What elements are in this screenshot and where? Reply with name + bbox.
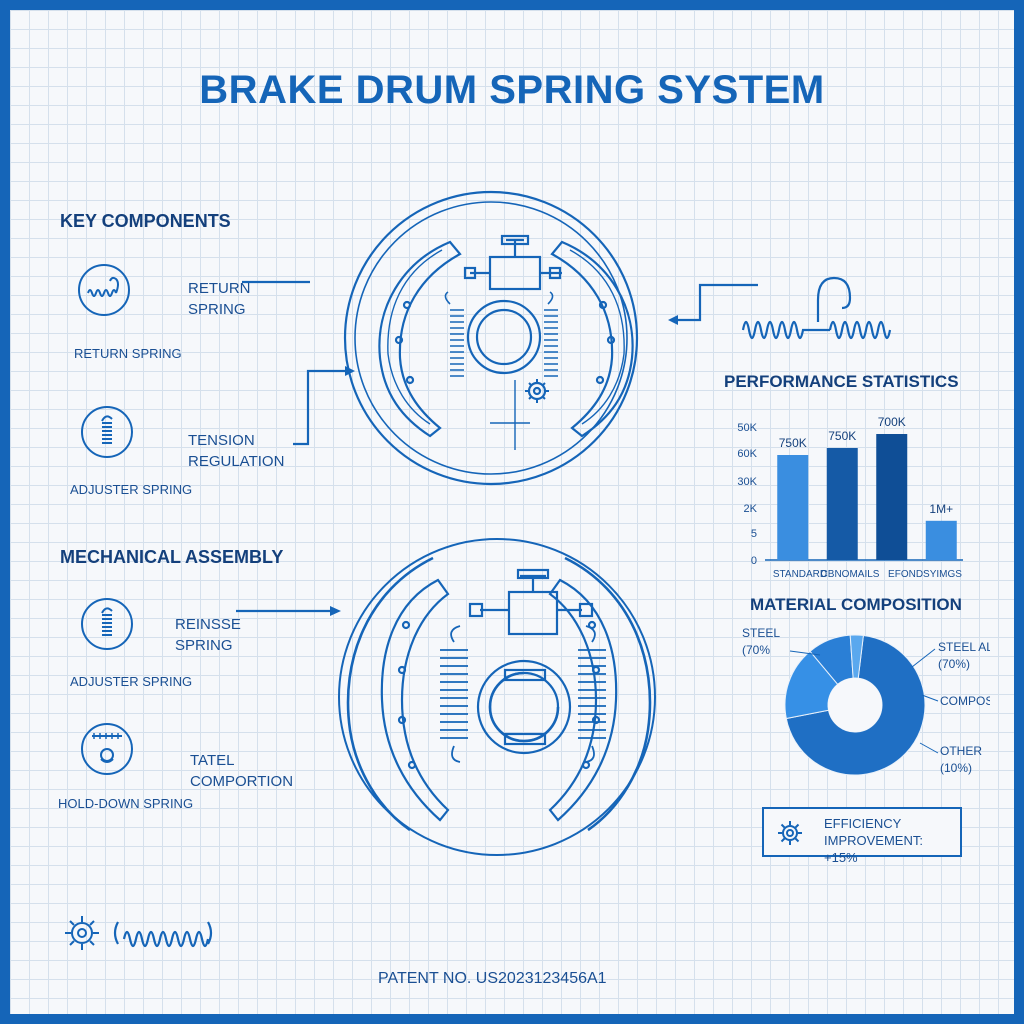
donut-annotation: (10%) (940, 761, 972, 775)
tatel-comportion-label: TATEL COMPORTION (190, 752, 294, 790)
donut-annotation: (70% (742, 643, 770, 657)
donut-hole (828, 678, 882, 732)
y-tick-label: 60K (737, 448, 757, 460)
x-tick-label: EFONDSYIMGS (888, 569, 962, 580)
adjuster-spring-icon (81, 406, 133, 458)
donut-annotation: STEEL (742, 626, 780, 640)
leader-line (789, 650, 821, 656)
bar-value-label: 700K (878, 415, 906, 429)
donut-annotation: (70%) (938, 657, 970, 671)
bar (876, 434, 908, 560)
y-tick-label: 5 (751, 528, 757, 540)
efficiency-callout: EFFICIENCY IMPROVEMENT: +15% (762, 807, 962, 865)
material-heading: MATERIAL COMPOSITION (750, 595, 962, 614)
hold-down-spring-icon (81, 723, 133, 775)
bar (826, 448, 858, 560)
lower-brake-drum (338, 538, 656, 856)
page-title: BRAKE DRUM SPRING SYSTEM (199, 68, 825, 112)
donut-annotation: COMPOSITE (940, 694, 990, 708)
bar (925, 520, 957, 560)
hold-down-spring-caption: HOLD-DOWN SPRING (58, 796, 194, 811)
gear-icon (778, 821, 802, 845)
extension-spring-illustration (741, 276, 892, 340)
x-tick-label: CBNOMAILS (821, 569, 880, 580)
y-tick-label: 0 (751, 555, 757, 567)
performance-bar-chart: 0 5 2K 30K 60K 50K 750K 750K 700K 1M+ STANDARDCBNO… (737, 415, 963, 580)
efficiency-line1: EFFICIENCY (824, 816, 902, 831)
footer-spring-icon (113, 921, 213, 948)
mechanical-assembly-heading: MECHANICAL ASSEMBLY (60, 547, 284, 567)
patent-number: PATENT NO. US2023123456A1 (378, 970, 607, 987)
adjuster-spring-caption: ADJUSTER SPRING (70, 482, 193, 497)
tension-regulation-label: TENSION REGULATION (188, 432, 285, 470)
key-components-heading: KEY COMPONENTS (60, 211, 231, 231)
return-spring-side-label: RETURN SPRING (188, 280, 251, 318)
y-tick-label: 2K (744, 503, 758, 515)
bar (777, 455, 809, 560)
leader-lines (236, 280, 758, 616)
efficiency-line2: IMPROVEMENT: +15% (824, 833, 923, 865)
leader-line (911, 648, 936, 668)
footer-gear-icon (65, 916, 99, 950)
donut-annotation: STEEL ALLOY (938, 640, 990, 654)
return-spring-caption: RETURN SPRING (74, 346, 182, 361)
brake-assembly-drawing (65, 190, 892, 950)
leader-line (921, 694, 939, 702)
adjuster-spring-caption-2: ADJUSTER SPRING (70, 674, 193, 689)
return-spring-icon (78, 264, 130, 316)
leader-line (919, 742, 939, 754)
y-tick-label: 50K (737, 422, 757, 434)
donut-annotation: OTHER (940, 744, 982, 758)
bar-value-label: 750K (828, 429, 856, 443)
gear-icon (525, 379, 549, 403)
bar-value-label: 1M+ (929, 502, 953, 516)
adjuster-spring-icon-2 (81, 598, 133, 650)
material-donut-chart: STEEL (70% STEEL ALLOY (70%) COMPOSITE OTHER (… (742, 626, 990, 776)
bar-value-label: 750K (779, 436, 807, 450)
reinsse-spring-label: REINSSE SPRING (175, 616, 241, 654)
performance-heading: PERFORMANCE STATISTICS (724, 372, 959, 391)
x-tick-label: STANDARD (773, 569, 827, 580)
upper-brake-drum (343, 190, 639, 486)
y-tick-label: 30K (737, 476, 757, 488)
